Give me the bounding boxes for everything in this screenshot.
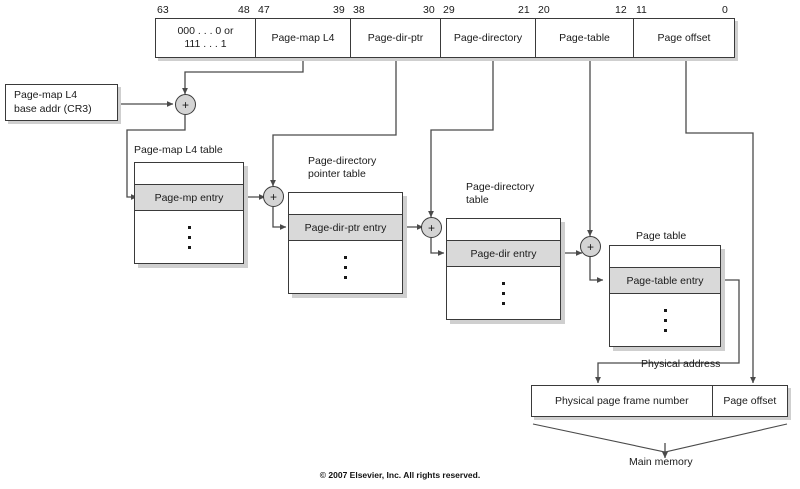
ellipsis-dot [344,255,347,259]
physical-page-frame-number-cell[interactable]: Physical page frame number [532,386,713,416]
bit-label-21: 21 [518,4,530,16]
wire-adder2-to-pdp-table [272,207,287,230]
bit-label-11: 11 [636,4,647,16]
ellipsis-dot [187,225,191,229]
ellipsis-dot [187,245,191,249]
ellipsis-dot [663,308,667,312]
adder-pml4-pdp: + [263,186,284,207]
va-field-sign-extend[interactable]: 000 . . . 0 or 111 . . . 1 [156,19,256,57]
bit-label-38: 38 [353,4,365,16]
bit-label-63: 63 [157,4,169,16]
page-table-top-row [610,246,720,268]
physical-address-page-offset-cell[interactable]: Page offset [723,395,777,407]
va-field-page-offset[interactable]: Page offset [657,31,711,44]
va-field-page-dir-ptr[interactable]: Page-dir-ptr [351,19,441,57]
ellipsis-dot [344,275,347,279]
wire-funnel-to-memory [532,423,788,453]
page-table-body [610,294,720,346]
page-dir-ptr-table-body [289,241,402,293]
physical-address-strip: Physical page frame number Page offset [531,385,788,417]
wire-adder3-to-pd-table [430,238,445,256]
bit-label-48: 48 [238,4,250,16]
page-map-l4-table-caption: Page-map L4 table [134,144,223,156]
wire-adder4-to-page-table [589,257,604,283]
page-dir-ptr-table-caption: Page-directory pointer table [308,155,377,180]
ellipsis-dot [187,235,191,239]
va-field-page-map-l4[interactable]: Page-map L4 [256,19,351,57]
va-field-page-directory[interactable]: Page-directory [441,19,536,57]
bit-label-47: 47 [258,4,270,16]
page-dir-ptr-table-top-row [289,193,402,215]
bit-label-20: 20 [538,4,550,16]
page-directory-table-body [447,267,560,319]
bit-label-39: 39 [333,4,345,16]
page-directory-table-top-row [447,219,560,241]
ellipsis-dot [663,318,667,322]
wire-pml4-field-to-adder1 [182,58,304,95]
copyright-notice: © 2007 Elsevier, Inc. All rights reserve… [319,470,481,480]
bit-label-0: 0 [722,4,728,16]
page-dir-ptr-table: Page-dir-ptr entry [288,192,403,294]
ellipsis-dot [344,265,347,269]
page-dir-ptr-entry[interactable]: Page-dir-ptr entry [289,215,402,241]
page-map-l4-table: Page-mp entry [134,162,244,264]
va-field-page-table[interactable]: Page-table [536,19,634,57]
adder-pd-pt: + [580,236,601,257]
page-mp-entry[interactable]: Page-mp entry [135,185,243,211]
page-table-caption: Page table [636,230,687,242]
page-dir-entry[interactable]: Page-dir entry [447,241,560,267]
ellipsis-dot [663,328,667,332]
page-table-entry[interactable]: Page-table entry [610,268,720,294]
adder-pdp-pd: + [421,217,442,238]
bit-label-12: 12 [615,4,627,16]
bit-label-29: 29 [443,4,455,16]
ellipsis-dot [502,291,505,295]
adder-cr3-pml4: + [175,94,196,115]
main-memory-label: Main memory [629,456,693,468]
page-directory-table-caption: Page-directory table [466,181,535,206]
page-map-l4-table-body [135,211,243,263]
page-directory-table: Page-dir entry [446,218,561,320]
cr3-base-address-box[interactable]: Page-map L4 base addr (CR3) [5,84,118,121]
physical-address-label: Physical address [641,358,721,370]
ellipsis-dot [502,281,505,285]
ellipsis-dot [502,301,505,305]
bit-label-30: 30 [423,4,435,16]
page-table: Page-table entry [609,245,721,347]
page-map-l4-table-top-row [135,163,243,185]
virtual-address-strip: 000 . . . 0 or 111 . . . 1 Page-map L4 P… [155,18,735,58]
